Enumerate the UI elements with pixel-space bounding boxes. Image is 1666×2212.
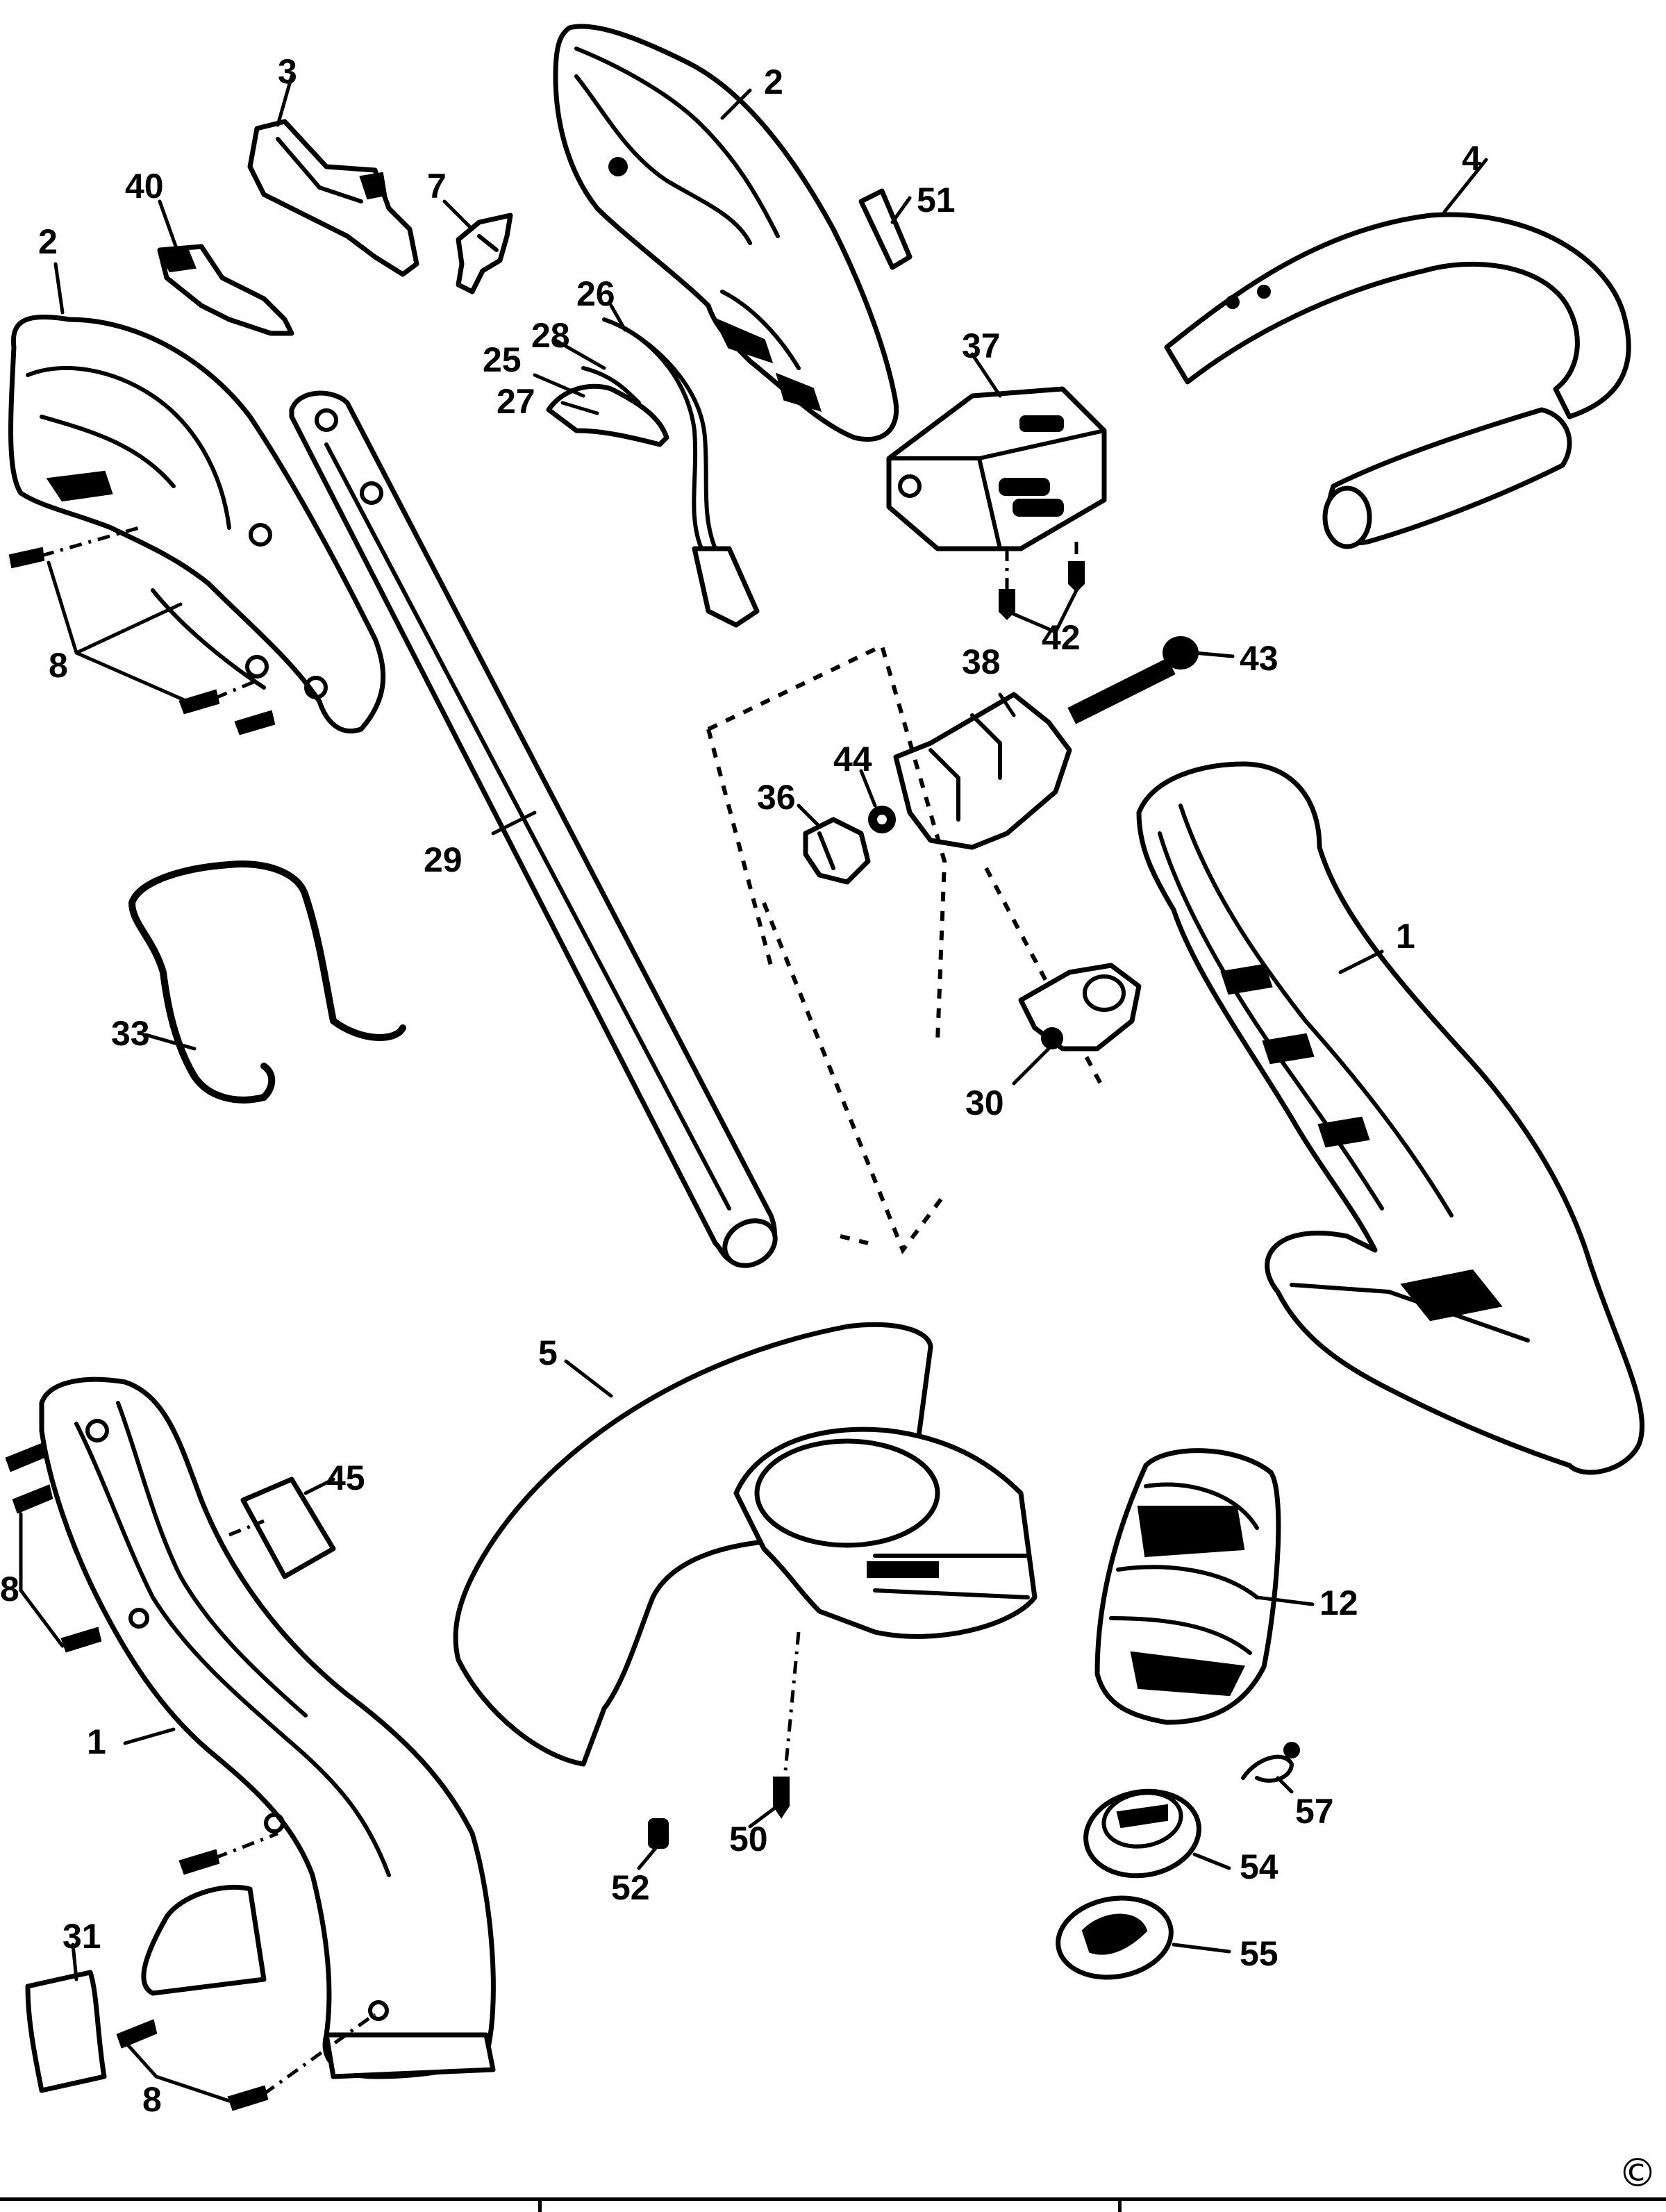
part-4-handle (1164, 212, 1631, 549)
part-2-housing-upper (553, 24, 899, 442)
callout-8c: 8 (142, 2080, 162, 2119)
part-2-housing-left (8, 314, 386, 734)
callout-36: 36 (757, 778, 796, 817)
part-52 (648, 1818, 669, 1849)
part-55-cap (1056, 1895, 1174, 1980)
footer-divider-1 (538, 2201, 542, 2212)
part-36-knob (803, 817, 871, 885)
leader-lines (19, 74, 1488, 2103)
callout-3: 3 (278, 52, 297, 91)
callout-29: 29 (424, 840, 463, 879)
part-8-screws (5, 526, 376, 2111)
footer-rule (0, 2197, 1666, 2212)
callout-28: 28 (531, 316, 570, 355)
callout-40: 40 (125, 167, 164, 206)
part-7 (456, 213, 513, 294)
part-12-motor (1094, 1448, 1281, 1725)
part-43-bolt (1067, 636, 1199, 724)
callout-5: 5 (538, 1333, 558, 1372)
part-54-spool (1083, 1788, 1201, 1879)
callout-26: 26 (576, 274, 615, 313)
callout-44: 44 (833, 740, 872, 779)
callout-25: 25 (483, 340, 522, 379)
part-40 (157, 244, 294, 336)
callout-54: 54 (1240, 1847, 1278, 1886)
callout-labels: 1 1 2 2 3 4 5 7 8 8 8 12 25 26 27 28 29 … (0, 52, 1481, 2119)
part-44 (868, 806, 896, 833)
callout-30: 30 (965, 1083, 1004, 1122)
callout-27: 27 (497, 382, 535, 421)
callout-42: 42 (1042, 618, 1081, 657)
part-29-tube (289, 390, 778, 1268)
callout-12: 12 (1319, 1583, 1358, 1622)
callout-31: 31 (63, 1917, 101, 1956)
callout-52: 52 (611, 1868, 650, 1907)
part-57-spring (1241, 1742, 1300, 1783)
part-1-housing-left (39, 1377, 496, 2079)
part-45 (240, 1477, 336, 1579)
callout-2a: 2 (764, 63, 783, 101)
assembly-lines (706, 642, 1106, 1255)
callout-55: 55 (1240, 1934, 1278, 1973)
callout-8a: 8 (49, 646, 68, 685)
part-5-guard (453, 1322, 1038, 1767)
part-50-screw (773, 1631, 801, 1819)
part-37-clamp (886, 386, 1107, 551)
part-31 (25, 1970, 107, 2093)
callout-43: 43 (1240, 639, 1278, 678)
callout-1a: 1 (1396, 917, 1415, 956)
part-33-guard (128, 860, 406, 1104)
part-42-screws (999, 542, 1085, 620)
callout-45: 45 (326, 1458, 365, 1497)
part-1-housing-right (1136, 761, 1644, 1475)
callout-4: 4 (1462, 139, 1481, 178)
callout-57: 57 (1295, 1792, 1334, 1831)
wire-assembly (546, 317, 760, 628)
part-3 (247, 119, 419, 277)
callout-8b: 8 (0, 1570, 19, 1608)
callout-37: 37 (962, 326, 1001, 365)
part-38 (893, 692, 1072, 850)
callout-33: 33 (111, 1014, 150, 1053)
part-30 (1018, 963, 1142, 1051)
callout-50: 50 (729, 1820, 768, 1858)
copyright-symbol: © (1618, 2151, 1657, 2196)
callout-7: 7 (427, 167, 447, 206)
callout-51: 51 (917, 181, 956, 219)
footer-divider-2 (1118, 2201, 1122, 2212)
part-51 (858, 188, 913, 270)
callout-2b: 2 (38, 222, 58, 261)
callout-38: 38 (962, 642, 1001, 681)
callout-1b: 1 (87, 1722, 106, 1761)
